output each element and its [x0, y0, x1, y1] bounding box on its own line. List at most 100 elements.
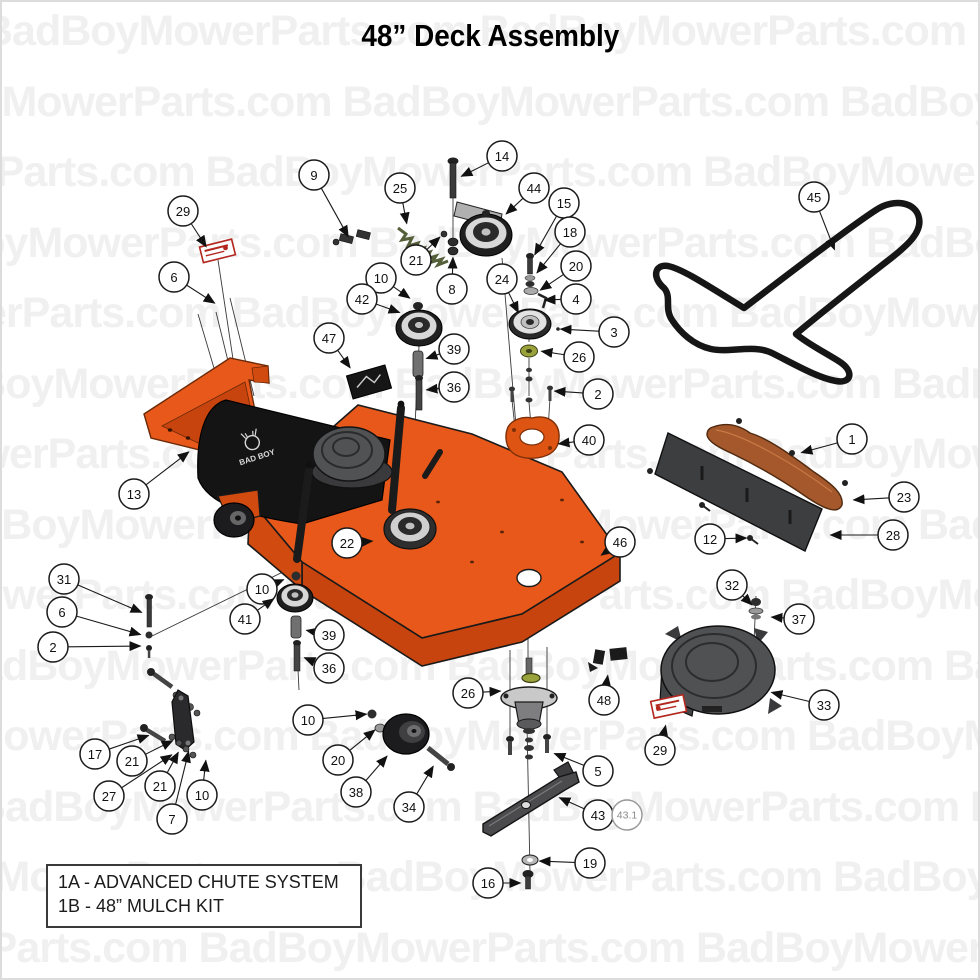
callout-circle	[694, 523, 726, 555]
callout-circle	[560, 283, 592, 315]
callout-number: 43.1	[617, 810, 638, 822]
callout-leader	[553, 386, 583, 397]
callout-number: 6	[58, 605, 65, 620]
callout-leader	[770, 690, 810, 702]
callout-circle	[604, 526, 636, 558]
callout-number: 1	[848, 432, 855, 447]
callout-number: 38	[349, 785, 363, 800]
callout-circle	[116, 745, 148, 777]
spindle-assembly-26	[500, 657, 558, 760]
callout-leader	[460, 162, 489, 177]
callout-leader	[145, 740, 174, 755]
callout-leader	[553, 752, 584, 766]
callout-leader	[257, 598, 275, 611]
callout-leader	[109, 734, 150, 750]
callout-number: 10	[255, 582, 269, 597]
callout-number: 26	[572, 350, 586, 365]
callout-circle	[877, 519, 909, 551]
callout-leader	[725, 533, 748, 544]
callout-circle	[644, 734, 676, 766]
callout-leader	[175, 750, 191, 805]
callout-number: 42	[355, 292, 369, 307]
page-title-text: 48” Deck Assembly	[361, 18, 619, 53]
top-hardware	[332, 157, 560, 459]
callout-number: 20	[569, 259, 583, 274]
callout-number: 32	[725, 578, 739, 593]
callout-leader	[536, 243, 561, 274]
callout-leader	[361, 536, 374, 547]
callout-circle	[486, 140, 518, 172]
callout-circle	[79, 738, 111, 770]
callout-1: 1	[800, 423, 868, 455]
pulley-41-group	[276, 571, 314, 672]
callout-14: 14	[460, 140, 518, 177]
callout-leader	[121, 754, 173, 788]
callout-leader	[508, 292, 519, 314]
callout-6: 6	[46, 596, 142, 637]
watermark-text: BadBoyMowerParts.com BadBoyMowerParts.co…	[2, 7, 978, 55]
callout-leader	[78, 584, 143, 613]
watermark-text: BadBoyMowerParts.com BadBoyMowerParts.co…	[2, 289, 978, 337]
watermark-text: BadBoyMowerParts.com BadBoyMowerParts.co…	[2, 359, 978, 408]
callout-circle	[365, 262, 397, 294]
callout-47: 47	[313, 322, 351, 369]
callout-number: 6	[170, 270, 177, 285]
callout-leader	[557, 437, 574, 448]
callout-29: 29	[167, 195, 207, 248]
callout-number: 10	[195, 788, 209, 803]
callout-number: 10	[301, 713, 315, 728]
callout-leader	[190, 223, 207, 248]
callout-19: 19	[538, 847, 606, 879]
callout-circle	[346, 283, 378, 315]
callout-leader	[819, 211, 836, 251]
callout-9: 9	[298, 159, 349, 238]
callout-number: 7	[168, 812, 175, 827]
wheel-38-group	[367, 709, 455, 771]
callout-leader	[505, 198, 524, 215]
callout-leader	[538, 856, 575, 867]
callout-circle	[93, 780, 125, 812]
callout-number: 26	[461, 686, 475, 701]
spacer-39-upper	[412, 350, 424, 411]
callout-circle	[611, 799, 643, 831]
deck-spindle-pulley	[383, 508, 437, 550]
callout-number: 33	[817, 698, 831, 713]
callout-leader	[559, 324, 599, 335]
callout-leader	[76, 615, 142, 637]
callout-17: 17	[79, 734, 150, 770]
callout-number: 16	[481, 876, 495, 891]
warning-sticker-29-lower	[649, 693, 688, 720]
callout-13: 13	[118, 451, 190, 510]
callout-circle	[486, 263, 518, 295]
callout-number: 46	[613, 535, 627, 550]
chute-blocker-1	[706, 423, 843, 511]
pulley-42	[395, 302, 443, 347]
left-linkage-group	[140, 668, 201, 759]
callout-number: 18	[563, 225, 577, 240]
callout-number: 19	[583, 856, 597, 871]
callout-leader	[601, 674, 612, 688]
callout-leader	[852, 494, 889, 505]
callout-circle	[298, 159, 330, 191]
callout-circle	[582, 378, 614, 410]
callout-36: 36	[303, 652, 345, 684]
callout-number: 21	[153, 779, 167, 794]
callout-24: 24	[486, 263, 519, 314]
watermark-text: BadBoyMowerParts.com BadBoyMowerParts.co…	[2, 77, 978, 126]
flat-idler-24	[508, 308, 560, 340]
callout-number: 48	[597, 693, 611, 708]
callout-20: 20	[322, 729, 376, 776]
legend-line-1: 1A - ADVANCED CHUTE SYSTEM	[58, 872, 339, 892]
bracket-40	[505, 416, 560, 459]
callout-circle	[438, 371, 470, 403]
callout-leader	[658, 724, 669, 738]
callout-leader	[426, 236, 441, 250]
callout-40: 40	[557, 424, 605, 456]
callout-number: 20	[331, 753, 345, 768]
callout-number: 21	[125, 754, 139, 769]
callout-leader	[145, 451, 190, 485]
callout-25: 25	[384, 172, 416, 225]
callout-leader	[539, 274, 564, 291]
callout-36: 36	[425, 371, 470, 403]
